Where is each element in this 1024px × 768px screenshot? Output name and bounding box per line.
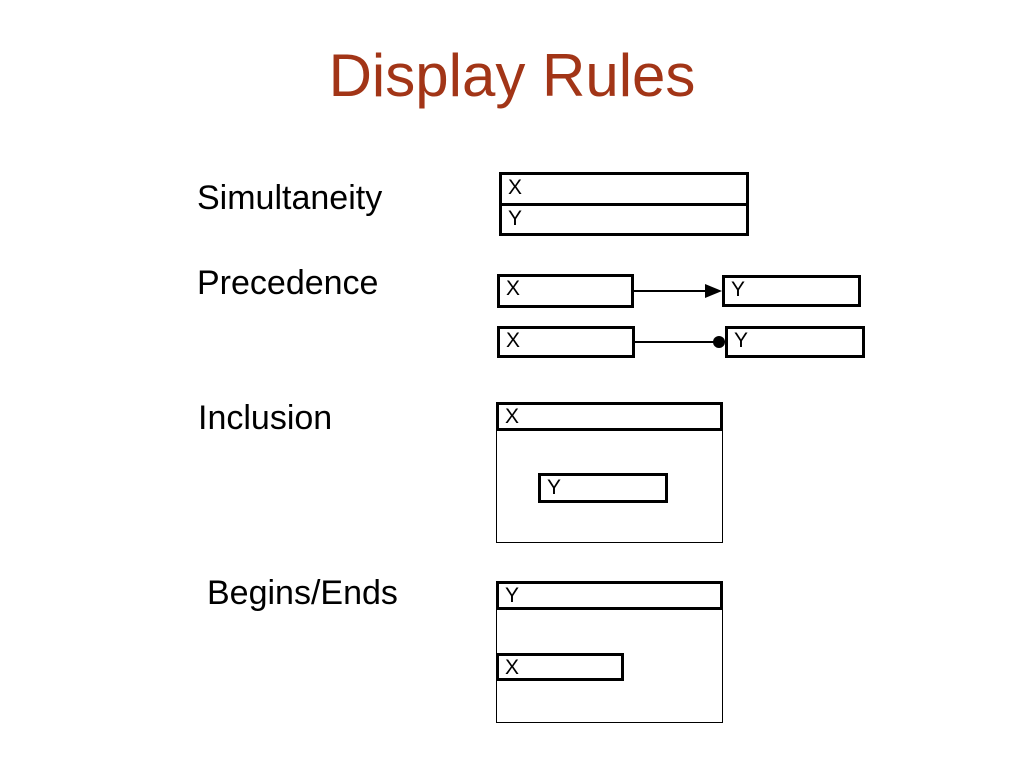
begins-ends-inner-box: X [496,653,624,681]
simultaneity-bottom-slot-label: Y [508,206,523,230]
inclusion-diagram: X Y [496,402,723,543]
precedence-dot-connector-line [635,341,715,343]
precedence-arrow-to-box: Y [722,275,861,307]
simultaneity-diagram: X Y [499,172,749,236]
precedence-arrow-from-label: X [506,277,521,300]
precedence-dot-to-box: Y [725,326,865,358]
arrowhead-icon [705,284,722,298]
begins-ends-outer-label: Y [505,584,520,607]
begins-ends-outer-titlebar: Y [496,581,723,610]
simultaneity-bottom-slot: Y [502,206,746,234]
precedence-dot-to-label: Y [734,329,749,352]
inclusion-outer-label: X [505,405,520,428]
simultaneity-top-slot-label: X [508,176,523,199]
precedence-dot-from-box: X [497,326,635,358]
inclusion-inner-label: Y [547,476,562,499]
precedence-dot-from-label: X [506,329,521,352]
precedence-arrow-to-label: Y [731,278,746,301]
inclusion-label: Inclusion [198,399,333,437]
inclusion-inner-box: Y [538,473,668,503]
page-title: Display Rules [328,42,696,109]
begins-ends-label: Begins/Ends [207,574,398,612]
begins-ends-diagram: Y X [496,581,723,723]
inclusion-outer-titlebar: X [496,402,723,431]
begins-ends-inner-label: X [505,656,520,679]
simultaneity-top-slot: X [502,175,746,206]
precedence-arrow-from-box: X [497,274,634,308]
precedence-label: Precedence [197,264,379,302]
precedence-arrow-connector-line [634,290,708,292]
dot-icon [713,336,725,348]
simultaneity-label: Simultaneity [197,179,383,217]
